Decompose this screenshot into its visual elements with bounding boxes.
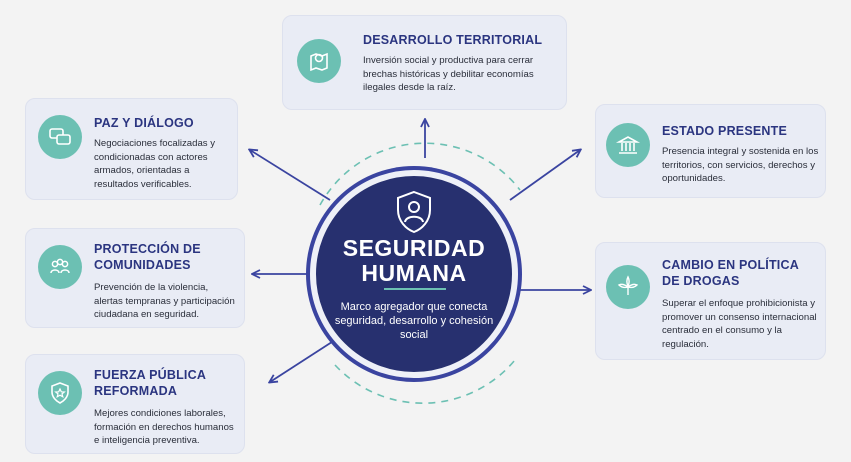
- card-title-line1: FUERZA PÚBLICA: [94, 368, 207, 382]
- card-description: Inversión social y productiva para cerra…: [363, 55, 534, 93]
- card-description: Mejores condiciones laborales, formación…: [94, 408, 234, 446]
- hub-circle: SEGURIDAD HUMANA Marco agregador que con…: [310, 170, 518, 378]
- map-pin-icon: [297, 39, 341, 83]
- card-paz-dialogo: PAZ Y DIÁLOGO Negociaciones focalizadas …: [25, 98, 238, 200]
- card-proteccion-comunidades: PROTECCIÓN DE COMUNIDADES Prevención de …: [25, 228, 245, 328]
- shield-person-icon: [397, 190, 431, 234]
- card-title: DESARROLLO TERRITORIAL: [363, 33, 543, 47]
- community-people-icon: [38, 245, 82, 289]
- cannabis-leaf-icon: [606, 265, 650, 309]
- card-title: CAMBIO EN POLÍTICA DE DROGAS: [662, 257, 799, 289]
- card-title-line2: DE DROGAS: [662, 274, 740, 288]
- card-description: Presencia integral y sostenida en los te…: [662, 146, 819, 184]
- card-title-line1: CAMBIO EN POLÍTICA: [662, 258, 799, 272]
- star-shield-icon: [38, 371, 82, 415]
- hub-divider: [384, 288, 446, 290]
- chat-bubbles-icon: [38, 115, 82, 159]
- card-title: ESTADO PRESENTE: [662, 124, 788, 138]
- card-description: Negociaciones focalizadas y condicionada…: [94, 138, 216, 190]
- hub-description: Marco agregador que conecta seguridad, d…: [334, 301, 494, 341]
- card-desarrollo-territorial: DESARROLLO TERRITORIAL Inversión social …: [282, 15, 567, 110]
- government-building-icon: [606, 123, 650, 167]
- card-fuerza-publica: FUERZA PÚBLICA REFORMADA Mejores condici…: [25, 354, 245, 454]
- arrow-fuerza: [270, 339, 336, 382]
- arrow-paz: [250, 150, 331, 201]
- card-estado-presente: ESTADO PRESENTE Presencia integral y sos…: [595, 104, 826, 198]
- arrow-estado: [509, 150, 580, 201]
- dashed-ring-bottom: [334, 359, 516, 404]
- hub-title-line1: SEGURIDAD: [342, 235, 486, 261]
- card-title: PAZ Y DIÁLOGO: [94, 116, 194, 130]
- card-title: PROTECCIÓN DE COMUNIDADES: [94, 241, 201, 273]
- card-cambio-politica-drogas: CAMBIO EN POLÍTICA DE DROGAS Superar el …: [595, 242, 826, 360]
- card-description: Prevención de la violencia, alertas temp…: [94, 282, 235, 320]
- card-title-line1: PROTECCIÓN DE: [94, 242, 201, 256]
- card-title: FUERZA PÚBLICA REFORMADA: [94, 367, 206, 399]
- card-title-line2: REFORMADA: [94, 384, 178, 398]
- card-description: Superar el enfoque prohibicionista y pro…: [662, 298, 817, 350]
- card-title-line2: COMUNIDADES: [94, 258, 191, 272]
- dashed-ring-top: [319, 142, 521, 206]
- hub-title-line2: HUMANA: [361, 260, 467, 286]
